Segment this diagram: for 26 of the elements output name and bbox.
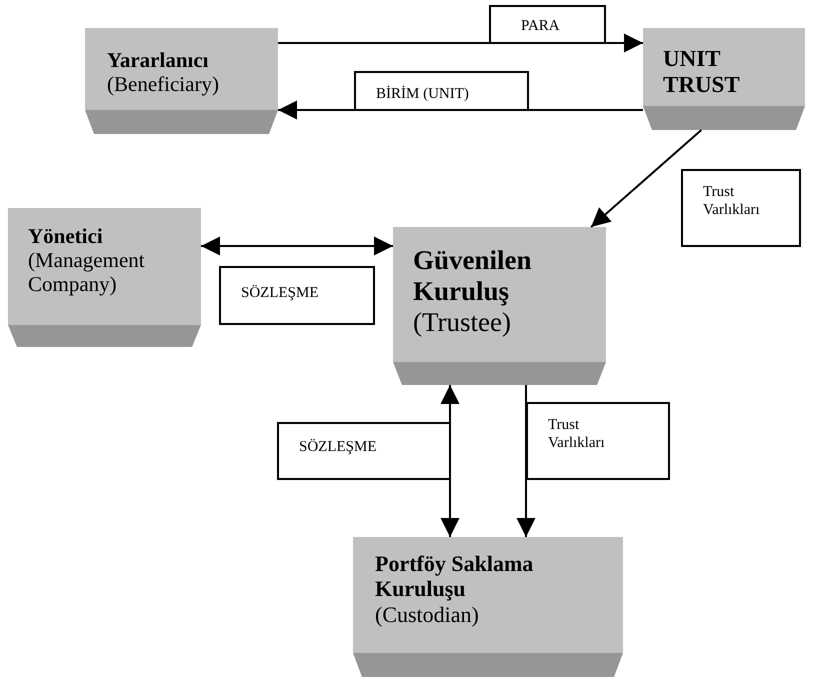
node-subtitle: (Custodian)	[375, 602, 480, 627]
edge-label: Trust Varlıkları	[526, 402, 670, 480]
arrow	[278, 100, 643, 120]
node-subtitle: (Beneficiary)	[107, 72, 220, 96]
arrow	[516, 385, 536, 537]
node-title: Portföy Saklama Kuruluşu	[375, 551, 534, 602]
process-box	[393, 227, 606, 385]
process-box	[353, 537, 623, 677]
edge-label: BİRİM (UNIT)	[354, 71, 529, 111]
node-title: UNIT TRUST	[663, 46, 741, 99]
edge-label: PARA	[489, 5, 606, 44]
arrow	[590, 129, 702, 228]
node-title: Güvenilen Kuruluş	[413, 245, 533, 308]
arrow	[201, 236, 393, 256]
node-title: Yararlanıcı	[107, 48, 210, 72]
edge-label: SÖZLEŞME	[277, 422, 451, 480]
process-box	[85, 28, 278, 134]
process-box	[8, 208, 201, 347]
node-subtitle: (Trustee)	[413, 307, 512, 338]
arrow	[278, 34, 643, 52]
edge-label: SÖZLEŞME	[219, 266, 375, 325]
process-box	[643, 28, 805, 130]
node-title: Yönetici	[28, 224, 104, 248]
edge-label: Trust Varlıkları	[681, 169, 801, 247]
node-subtitle: (Management Company)	[28, 248, 146, 296]
arrow	[440, 385, 460, 537]
